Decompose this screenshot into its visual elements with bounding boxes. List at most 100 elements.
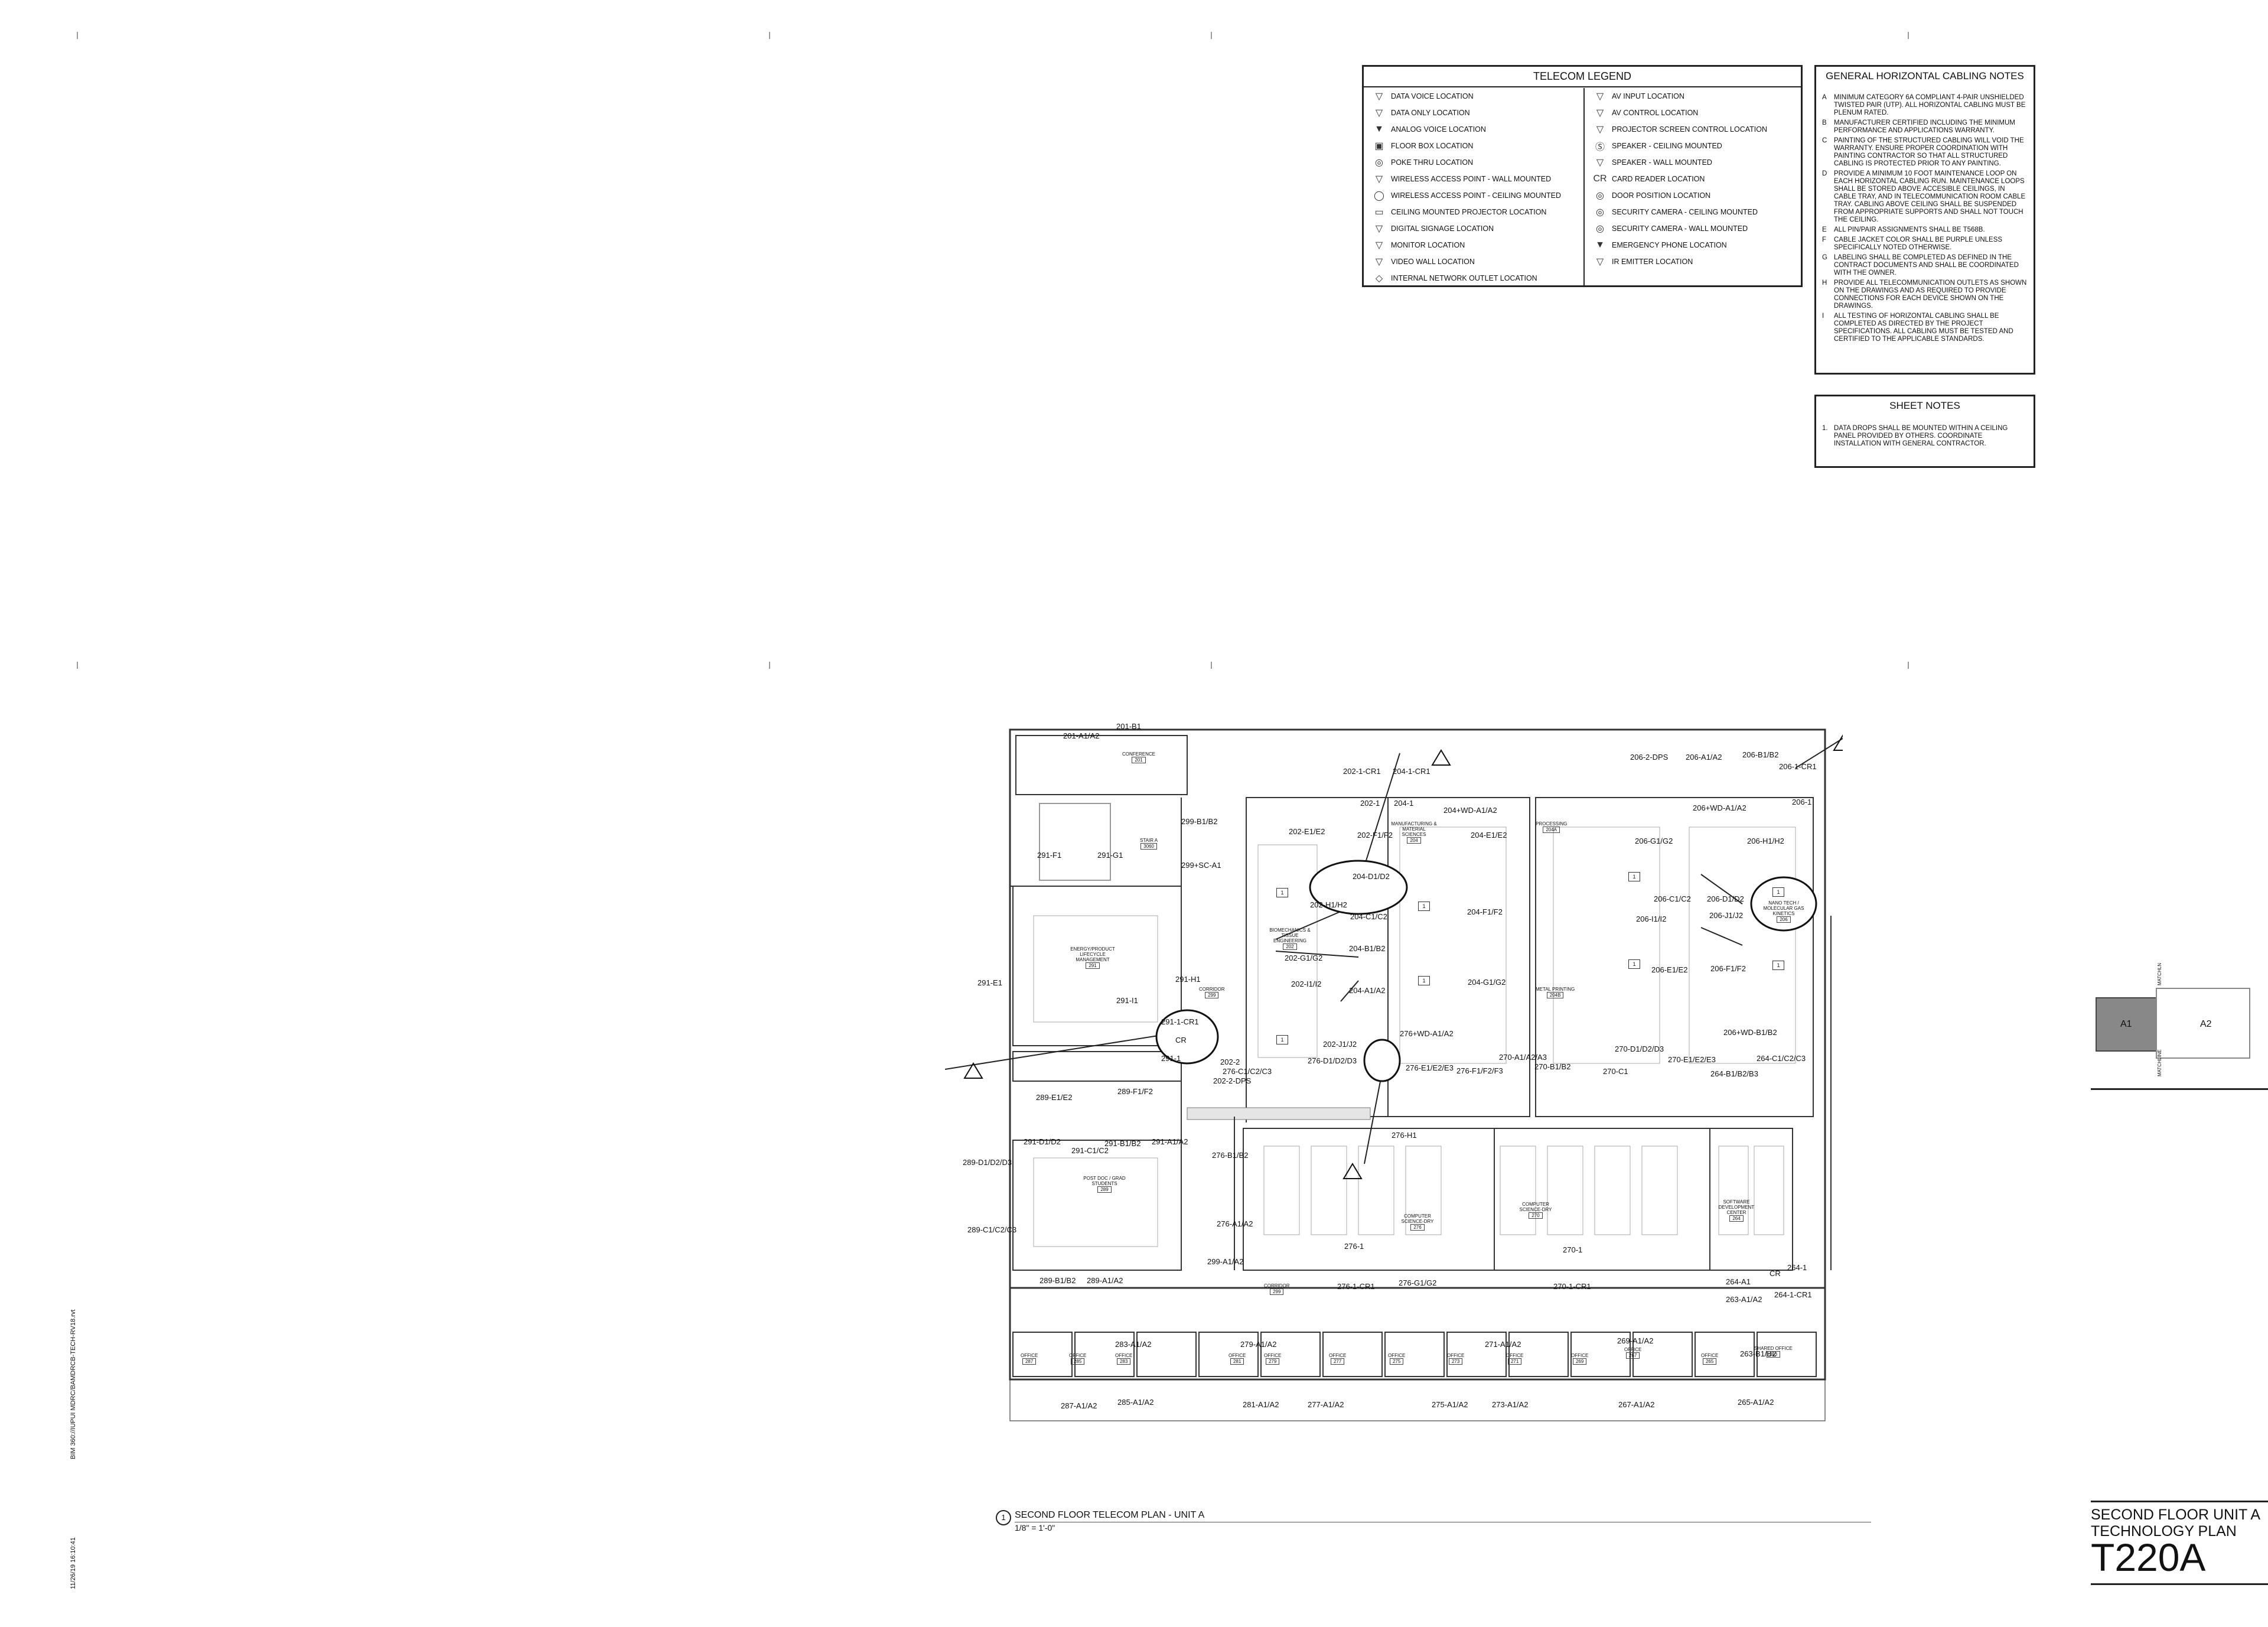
legend-label: POKE THRU LOCATION	[1391, 158, 1474, 167]
legend-label: VIDEO WALL LOCATION	[1391, 258, 1475, 266]
note-text: PAINTING OF THE STRUCTURED CABLING WILL …	[1834, 137, 2024, 167]
legend-label: SPEAKER - WALL MOUNTED	[1612, 158, 1712, 167]
note-key: 1.	[1822, 425, 1828, 432]
floor-plan	[945, 728, 1843, 1421]
room-name: OFFICE	[1447, 1353, 1465, 1358]
room-number: 267	[1625, 1352, 1640, 1359]
telecom-legend: TELECOM LEGEND ▽DATA VOICE LOCATION▽DATA…	[1362, 65, 1803, 287]
room-name: MANUFACTURING & MATERIAL SCIENCES	[1391, 821, 1437, 837]
legend-row: ◎SECURITY CAMERA - WALL MOUNTED	[1588, 220, 1798, 237]
room-name: OFFICE	[1228, 1353, 1246, 1358]
note-text: MANUFACTURER CERTIFIED INCLUDING THE MIN…	[1834, 119, 2015, 134]
outlet-callout: 264-1-CR1	[1774, 1290, 1812, 1299]
room-name: SOFTWARE DEVELOPMENT CENTER	[1718, 1199, 1755, 1215]
outlet-callout: 206-C1/C2	[1654, 894, 1691, 903]
legend-row: ▽MONITOR LOCATION	[1367, 237, 1577, 253]
outlet-callout: 281-A1/A2	[1243, 1400, 1279, 1409]
room-name: OFFICE	[1264, 1353, 1282, 1358]
outlet-callout: 264-B1/B2/B3	[1710, 1069, 1758, 1078]
legend-label: DOOR POSITION LOCATION	[1612, 191, 1711, 200]
outlet-callout: 276-D1/D2/D3	[1308, 1056, 1357, 1065]
outlet-callout: 291-G1	[1097, 851, 1123, 860]
outlet-callout: 206-J1/J2	[1709, 911, 1744, 920]
monitor-icon: ▽	[1375, 240, 1383, 250]
outlet-callout: 291-A1/A2	[1152, 1137, 1188, 1146]
outlet-callout: 291-D1/D2	[1024, 1137, 1061, 1146]
sheet-title-line2: TECHNOLOGY PLAN	[2091, 1523, 2237, 1540]
room-number: 206	[1777, 916, 1791, 923]
outlet-callout: 270-E1/E2/E3	[1668, 1055, 1716, 1064]
room-number: 271	[1507, 1358, 1522, 1365]
card-reader-badge: CR	[1770, 1269, 1781, 1278]
outlet-callout: 276+WD-A1/A2	[1400, 1029, 1454, 1038]
outlet-callout: 264-A1	[1726, 1277, 1751, 1286]
outlet-callout: 283-A1/A2	[1115, 1340, 1152, 1349]
outlet-callout: 291-I1	[1116, 996, 1138, 1005]
outlet-callout: 201-B1	[1116, 722, 1141, 731]
note-text: ALL PIN/PAIR ASSIGNMENTS SHALL BE T568B.	[1834, 226, 1985, 233]
outlet-callout: 276-E1/E2/E3	[1406, 1063, 1454, 1072]
floor-box-badge: 1	[1772, 961, 1784, 970]
outlet-callout: 289-A1/A2	[1087, 1276, 1123, 1285]
outlet-callout: 202-E1/E2	[1289, 827, 1325, 836]
outlet-callout: 273-A1/A2	[1492, 1400, 1529, 1409]
outlet-callout: 270-C1	[1603, 1067, 1628, 1076]
outlet-callout: 289-E1/E2	[1036, 1093, 1073, 1102]
legend-label: AV INPUT LOCATION	[1612, 92, 1684, 100]
legend-label: WIRELESS ACCESS POINT - CEILING MOUNTED	[1391, 191, 1562, 200]
outlet-callout: 291-E1	[977, 978, 1002, 987]
drawing-number: 1	[996, 1510, 1011, 1525]
outlet-callout: 206+WD-B1/B2	[1723, 1028, 1777, 1037]
outlet-callout: 279-A1/A2	[1240, 1340, 1277, 1349]
room-name: COMPUTER SCIENCE-DRY	[1519, 1202, 1552, 1212]
room-number: 201	[1132, 757, 1146, 763]
room-number: 269	[1572, 1358, 1587, 1365]
note-key: F	[1822, 236, 1827, 243]
floor-box-badge: 1	[1276, 888, 1288, 897]
legend-label: SPEAKER - CEILING MOUNTED	[1612, 142, 1722, 150]
sheet-number: T220A	[2091, 1535, 2206, 1579]
outlet-callout: 204-A1/A2	[1349, 986, 1386, 995]
legend-row: ▽WIRELESS ACCESS POINT - WALL MOUNTED	[1367, 171, 1577, 187]
room-name: OFFICE	[1329, 1353, 1347, 1358]
legend-label: AV CONTROL LOCATION	[1612, 109, 1699, 117]
room-name: SHARED OFFICE	[1754, 1346, 1793, 1351]
legend-row: ▽DATA VOICE LOCATION	[1367, 88, 1577, 105]
outlet-callout: 204-D1/D2	[1353, 872, 1390, 881]
analog-voice-icon: ▼	[1374, 124, 1384, 134]
sheet-notes: SHEET NOTES 1.DATA DROPS SHALL BE MOUNTE…	[1814, 395, 2035, 468]
data-only-icon: ▽	[1375, 108, 1383, 118]
projector-icon: ▭	[1374, 207, 1384, 217]
outlet-callout: 204-G1/G2	[1468, 978, 1506, 987]
outlet-callout: 206-F1/F2	[1710, 964, 1746, 973]
speaker-ceiling-icon: Ⓢ	[1595, 142, 1605, 152]
video-wall-icon: ▽	[1375, 257, 1383, 267]
door-position-icon: ◎	[1596, 191, 1604, 201]
legend-label: FLOOR BOX LOCATION	[1391, 142, 1474, 150]
floor-box-badge: 1	[1276, 1035, 1288, 1044]
legend-row: ◎POKE THRU LOCATION	[1367, 154, 1577, 171]
floor-box-badge: 1	[1772, 887, 1784, 897]
outlet-callout: 263-A1/A2	[1726, 1295, 1762, 1304]
note-key: H	[1822, 279, 1827, 287]
outlet-callout: 202-2-DPS	[1213, 1076, 1252, 1085]
room-number: 291	[1086, 962, 1100, 969]
legend-label: ANALOG VOICE LOCATION	[1391, 125, 1486, 134]
outlet-callout: 289-C1/C2/C3	[967, 1225, 1017, 1234]
room-number: 279	[1265, 1358, 1280, 1365]
legend-right-column: ▽AV INPUT LOCATION▽AV CONTROL LOCATION▽P…	[1588, 88, 1798, 282]
outlet-callout: 289-D1/D2/D3	[963, 1158, 1012, 1167]
floor-box-badge: 1	[1418, 976, 1430, 985]
note-text: CABLE JACKET COLOR SHALL BE PURPLE UNLES…	[1834, 236, 2003, 251]
legend-label: CARD READER LOCATION	[1612, 175, 1705, 183]
